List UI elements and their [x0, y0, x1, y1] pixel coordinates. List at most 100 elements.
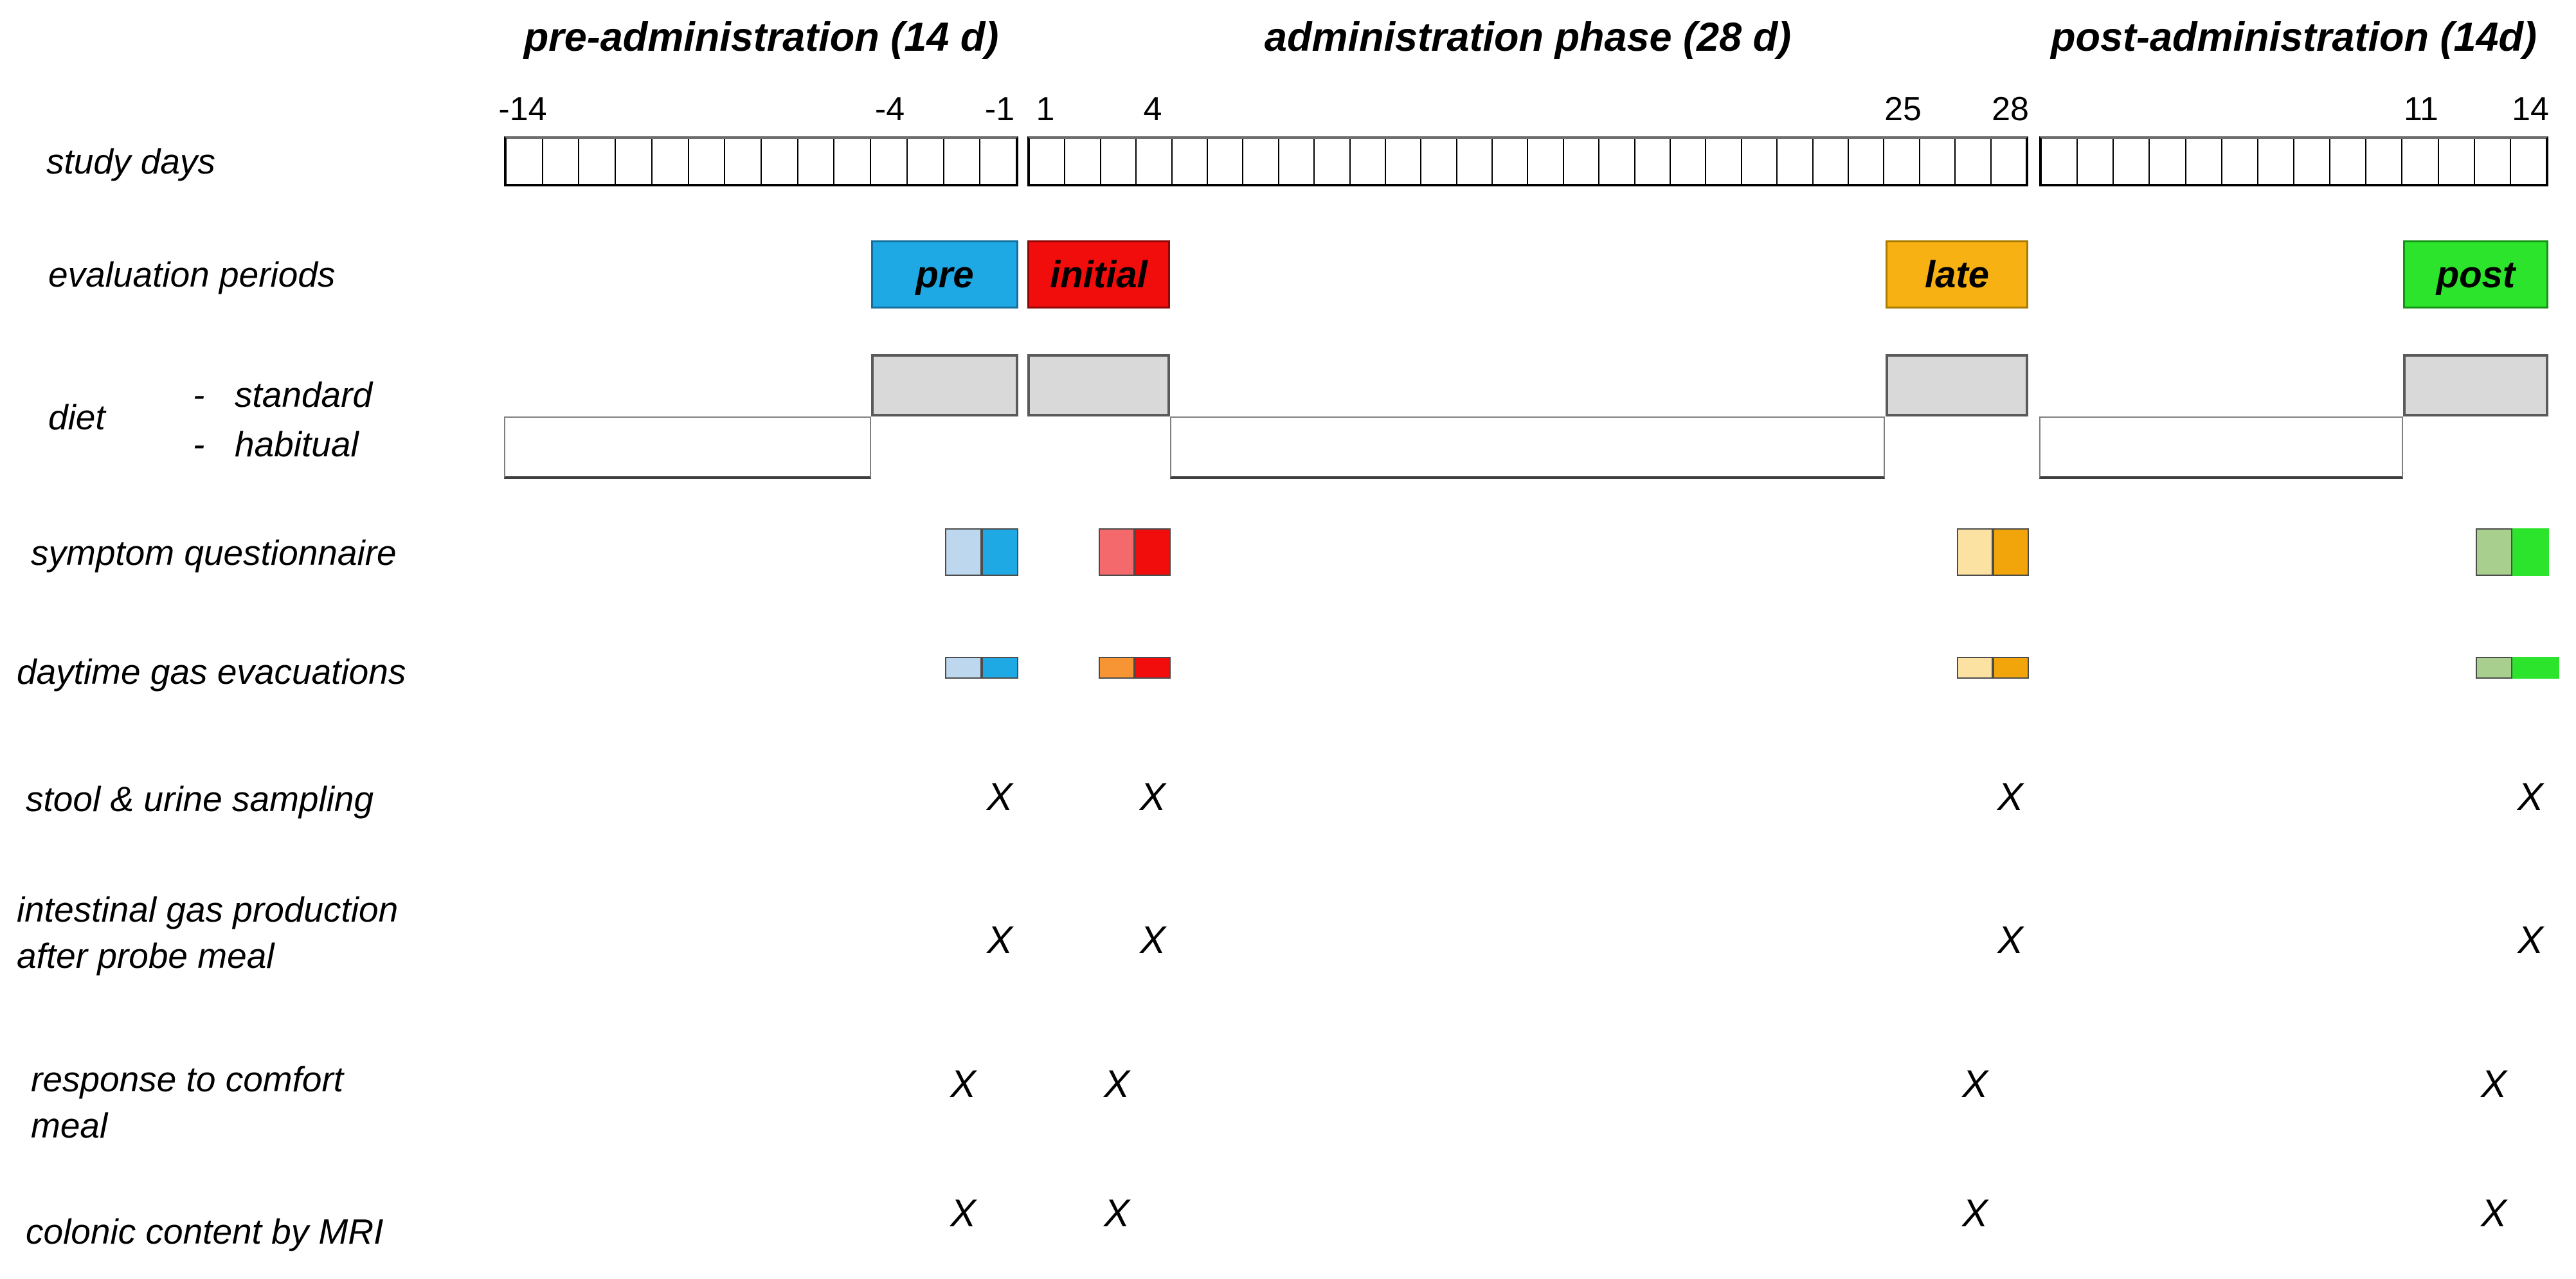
- day-cell: [833, 139, 870, 184]
- day-cell: [2148, 139, 2184, 184]
- gas-evacuation-mark-light-half: [1099, 657, 1135, 679]
- day-tick-label: -4: [874, 91, 905, 128]
- day-cell: [1064, 139, 1099, 184]
- day-cell: [2509, 139, 2546, 184]
- diet-standard-segment: [871, 354, 1018, 416]
- row-label-daytime-gas: daytime gas evacuations: [17, 652, 406, 692]
- x-mark-intestinal-gas-production: X: [1997, 918, 2024, 961]
- day-cell: [2292, 139, 2329, 184]
- study-days-block: [504, 136, 1018, 186]
- evaluation-period-late: late: [1886, 240, 2028, 309]
- day-cell: [1705, 139, 1740, 184]
- x-mark-intestinal-gas-production: X: [986, 918, 1013, 961]
- day-cell: [1527, 139, 1562, 184]
- day-cell: [1634, 139, 1670, 184]
- day-cell: [1598, 139, 1634, 184]
- day-cell: [870, 139, 906, 184]
- x-mark-colonic-content-mri: X: [950, 1192, 977, 1235]
- day-cell: [578, 139, 615, 184]
- day-cell: [1562, 139, 1598, 184]
- gas-evacuation-mark-light-half: [945, 657, 982, 679]
- day-cell: [1740, 139, 1776, 184]
- symptom-questionnaire-mark: [1957, 528, 2029, 576]
- day-cell: [615, 139, 651, 184]
- day-cell: [797, 139, 834, 184]
- symptom-questionnaire-mark: [1099, 528, 1171, 576]
- diet-habitual-segment: [1170, 416, 1885, 479]
- row-label-diet-standard: standard: [235, 375, 373, 415]
- symptom-questionnaire-mark: [945, 528, 1018, 576]
- day-cell: [1099, 139, 1135, 184]
- x-mark-intestinal-gas-production: X: [1139, 918, 1166, 961]
- day-tick-label: 1: [1036, 91, 1055, 128]
- phase-title-post-administration: post-administration (14d): [2050, 15, 2537, 60]
- day-cell: [1030, 139, 1064, 184]
- row-label-diet: diet: [48, 397, 105, 437]
- row-label-response-line1: response to comfort: [31, 1059, 344, 1099]
- symptom-questionnaire-mark-light-half: [945, 528, 982, 576]
- gas-evacuation-mark: [1957, 657, 2029, 679]
- day-cell: [1313, 139, 1349, 184]
- day-cell: [1954, 139, 1990, 184]
- row-label-stool-urine: stool & urine sampling: [26, 779, 374, 819]
- gas-evacuation-mark: [945, 657, 1018, 679]
- x-mark-intestinal-gas-production: X: [2517, 918, 2544, 961]
- symptom-questionnaire-mark-dark-half: [1135, 528, 1171, 576]
- x-mark-response-to-comfort-meal: X: [950, 1062, 977, 1105]
- symptom-questionnaire-mark-light-half: [1099, 528, 1135, 576]
- day-cell: [761, 139, 797, 184]
- day-cell: [2256, 139, 2293, 184]
- day-cell: [2184, 139, 2221, 184]
- day-cell: [2437, 139, 2474, 184]
- x-mark-response-to-comfort-meal: X: [2480, 1062, 2507, 1105]
- day-cell: [541, 139, 579, 184]
- x-mark-response-to-comfort-meal: X: [1103, 1062, 1130, 1105]
- evaluation-period-initial: initial: [1027, 240, 1170, 309]
- evaluation-period-pre: pre: [871, 240, 1018, 309]
- row-label-diet-habitual: habitual: [235, 424, 359, 464]
- day-cell: [979, 139, 1016, 184]
- day-tick-label: 28: [1992, 91, 2029, 128]
- symptom-questionnaire-mark-light-half: [2476, 528, 2512, 576]
- evaluation-period-post: post: [2403, 240, 2548, 309]
- gas-evacuation-mark-dark-half: [1993, 657, 2029, 679]
- diet-standard-segment: [2403, 354, 2548, 416]
- day-cell: [507, 139, 542, 184]
- diet-standard-segment: [1886, 354, 2028, 416]
- symptom-questionnaire-mark: [2476, 528, 2549, 576]
- day-tick-label: 25: [1884, 91, 1922, 128]
- study-days-block: [1027, 136, 2028, 186]
- day-cell: [2112, 139, 2148, 184]
- x-mark-colonic-content-mri: X: [1103, 1192, 1130, 1235]
- day-tick-label: 14: [2512, 91, 2549, 128]
- day-tick-label: 4: [1143, 91, 1162, 128]
- phase-title-administration: administration phase (28 d): [1264, 15, 1792, 60]
- day-cell: [1776, 139, 1812, 184]
- gas-evacuation-mark-dark-half: [2512, 657, 2559, 679]
- day-cell: [1491, 139, 1527, 184]
- day-cell: [1277, 139, 1313, 184]
- day-cell: [1847, 139, 1883, 184]
- day-cell: [687, 139, 725, 184]
- row-label-colonic-mri: colonic content by MRI: [26, 1212, 384, 1251]
- day-cell: [1420, 139, 1455, 184]
- symptom-questionnaire-mark-dark-half: [982, 528, 1018, 576]
- day-tick-label: 11: [2404, 91, 2438, 128]
- day-cell: [942, 139, 980, 184]
- diet-habitual-segment: [2039, 416, 2403, 479]
- day-tick-label: -14: [498, 91, 547, 128]
- day-cell: [1242, 139, 1277, 184]
- day-tick-label: -1: [984, 91, 1015, 128]
- day-cell: [906, 139, 943, 184]
- gas-evacuation-mark-light-half: [2476, 657, 2512, 679]
- diet-standard-dash: -: [193, 375, 205, 415]
- row-label-symptom-questionnaire: symptom questionnaire: [31, 533, 397, 573]
- x-mark-stool-urine-sampling: X: [1997, 775, 2024, 818]
- x-mark-colonic-content-mri: X: [1961, 1192, 1988, 1235]
- row-label-intestinal-line2: after probe meal: [17, 936, 275, 976]
- day-cell: [1990, 139, 2026, 184]
- x-mark-stool-urine-sampling: X: [986, 775, 1013, 818]
- phase-title-pre-administration: pre-administration (14 d): [523, 15, 999, 60]
- day-cell: [2329, 139, 2365, 184]
- row-label-intestinal-line1: intestinal gas production: [17, 890, 399, 929]
